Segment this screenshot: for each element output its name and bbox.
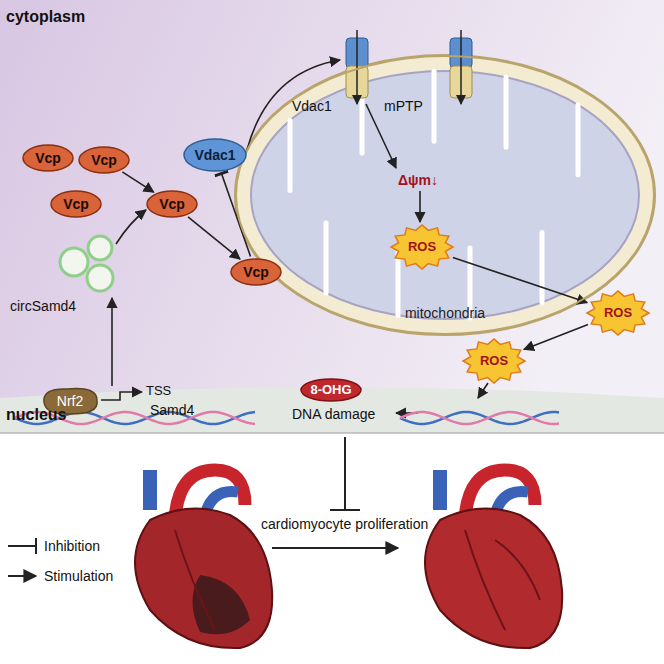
node-text: 8-OHG (310, 383, 351, 398)
legend-text: Inhibition (44, 538, 100, 554)
text-label: Δψm↓ (398, 172, 438, 188)
node-text: Vcp (243, 264, 269, 280)
node-text: Vdac1 (194, 147, 235, 163)
node-text: mitochondria (405, 305, 485, 321)
text-label: circSamd4 (10, 298, 76, 314)
text-label: mPTP (384, 98, 423, 114)
text-label: cytoplasm (6, 8, 85, 26)
cytoplasm-ground (0, 0, 664, 433)
heart-before (135, 470, 272, 648)
legend-sample (8, 538, 36, 576)
inhibition-line (330, 437, 360, 510)
node-text: ROS (480, 354, 508, 369)
node-text: ROS (604, 306, 632, 321)
node-text: Vcp (63, 196, 89, 212)
ros-burst: ROS (462, 338, 526, 384)
dna-strand (15, 412, 559, 424)
vcp-protein: Vcp (146, 190, 198, 218)
connector (453, 257, 587, 302)
node-text: ROS (408, 240, 436, 255)
text-label: nucleus (6, 406, 66, 424)
vcp-protein: Vcp (230, 258, 282, 286)
text-label: Samd4 (150, 402, 194, 418)
node-text: Vcp (159, 196, 185, 212)
connector (188, 217, 240, 259)
connector (524, 325, 588, 350)
vcp-protein: Vcp (50, 190, 102, 218)
text-label: TSS (146, 384, 171, 399)
vdac1-protein: Vdac1 (183, 138, 247, 172)
damage-marker: 8-OHG (300, 378, 362, 402)
panel-divider (0, 433, 664, 434)
mitochondrion-outline (235, 55, 655, 335)
node-text: Vcp (91, 152, 117, 168)
flow-arrow (101, 60, 488, 548)
vcp-protein: Vcp (22, 144, 74, 172)
vcp-protein: Vcp (78, 146, 130, 174)
ros-burst: ROS (390, 224, 454, 270)
connector (122, 172, 153, 192)
mitochondrion-body (235, 55, 655, 335)
node-text: Vcp (35, 150, 61, 166)
ros-burst: ROS (586, 290, 650, 336)
text-label: DNA damage (292, 406, 375, 422)
circrna-circles (60, 236, 113, 291)
legend-text: Stimulation (44, 568, 113, 584)
text-label: cardiomyocyte proliferation (261, 516, 428, 532)
mitochondrion: mitochondria ROS (235, 55, 655, 335)
heart-after (425, 470, 562, 648)
text-label: Vdac1 (292, 98, 332, 114)
